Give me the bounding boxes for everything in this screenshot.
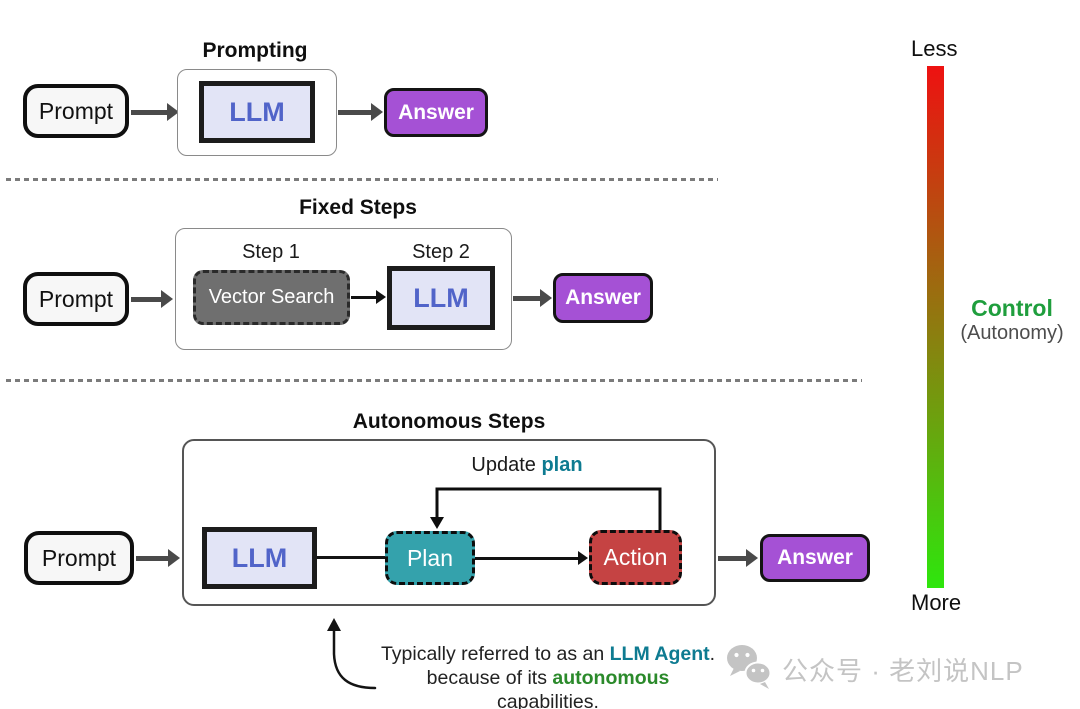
annotation-llm-agent-keyword: LLM Agent — [609, 643, 710, 665]
row1-title: Prompting — [202, 39, 308, 62]
row2-arrow-prompt-to-pipeline — [131, 290, 173, 308]
row3-arrow-pipeline-to-answer — [718, 549, 758, 567]
row1-arrow-prompt-to-llm — [131, 103, 179, 121]
row2-arrow-llm-to-answer — [513, 289, 552, 307]
update-plan-label: Update plan — [427, 454, 627, 477]
annotation-line1: Typically referred to as an LLM Agent. — [374, 642, 722, 666]
row3-line-llm-to-plan — [317, 556, 385, 559]
scale-less-label: Less — [911, 36, 958, 61]
row1-arrow-llm-to-answer — [338, 103, 383, 121]
arrow-shaft — [131, 109, 169, 115]
separator-2 — [6, 379, 862, 382]
arrow-shaft — [136, 555, 170, 561]
row3-prompt-box: Prompt — [24, 531, 134, 585]
watermark-text: 公众号 · 老刘说NLP — [782, 656, 1024, 686]
control-subtitle: (Autonomy) — [960, 322, 1064, 344]
annotation-line1-prefix: Typically referred to as an — [380, 643, 610, 665]
row3-llm-box: LLM — [202, 527, 317, 589]
row1-answer-box: Answer — [384, 88, 488, 137]
row2-arrow-vector-to-llm — [351, 289, 386, 305]
row1-llm-box: LLM — [199, 81, 315, 143]
row2-vector-search-box: Vector Search — [193, 270, 350, 325]
row3-plan-box: Plan — [385, 531, 475, 585]
row3-action-box: Action — [589, 530, 682, 585]
arrow-head-icon — [167, 103, 179, 121]
wechat-icon — [727, 645, 772, 689]
control-label-group: Control (Autonomy) — [943, 295, 1080, 345]
annotation-line2-prefix: because of its — [426, 667, 553, 689]
arrow-head-icon — [540, 289, 552, 307]
update-plan-loop-arrow — [430, 487, 662, 530]
arrow-head-icon — [168, 549, 180, 567]
annotation-autonomous-keyword: autonomous — [552, 667, 670, 689]
row2-title: Fixed Steps — [299, 196, 417, 219]
row3-arrow-plan-to-action — [475, 550, 588, 566]
row2-answer-box: Answer — [553, 273, 653, 323]
arrow-head-icon — [161, 290, 173, 308]
row2-prompt-box: Prompt — [23, 272, 129, 326]
arrow-shaft — [338, 109, 373, 115]
row3-answer-box: Answer — [760, 534, 870, 582]
arrow-shaft — [131, 296, 163, 302]
annotation-line2-suffix: capabilities. — [497, 691, 599, 709]
arrow-head-icon — [376, 290, 386, 304]
arrow-shaft — [351, 295, 378, 299]
annotation-text: Typically referred to as an LLM Agent. b… — [374, 642, 722, 709]
update-plan-keyword: plan — [541, 454, 583, 476]
arrow-head-icon — [371, 103, 383, 121]
arrow-shaft — [718, 555, 748, 561]
row3-arrow-prompt-to-pipeline — [136, 549, 180, 567]
separator-1 — [6, 178, 718, 181]
row1-prompt-box: Prompt — [23, 84, 129, 138]
control-gradient-bar — [927, 66, 944, 588]
arrow-shaft — [513, 295, 542, 301]
arrow-shaft — [475, 556, 580, 560]
arrow-head-icon — [746, 549, 758, 567]
row2-step2-label: Step 2 — [412, 241, 470, 263]
annotation-line1-suffix: . — [709, 643, 716, 665]
scale-more-label: More — [911, 590, 962, 615]
arrow-head-icon — [578, 551, 588, 565]
update-plan-prefix: Update — [471, 454, 542, 476]
row2-step1-label: Step 1 — [242, 241, 300, 263]
annotation-curved-arrow — [327, 618, 377, 690]
row2-llm-box: LLM — [387, 266, 495, 330]
row3-title: Autonomous Steps — [352, 410, 546, 433]
control-title: Control — [971, 295, 1053, 321]
annotation-line2: because of its autonomous capabilities. — [374, 666, 722, 709]
